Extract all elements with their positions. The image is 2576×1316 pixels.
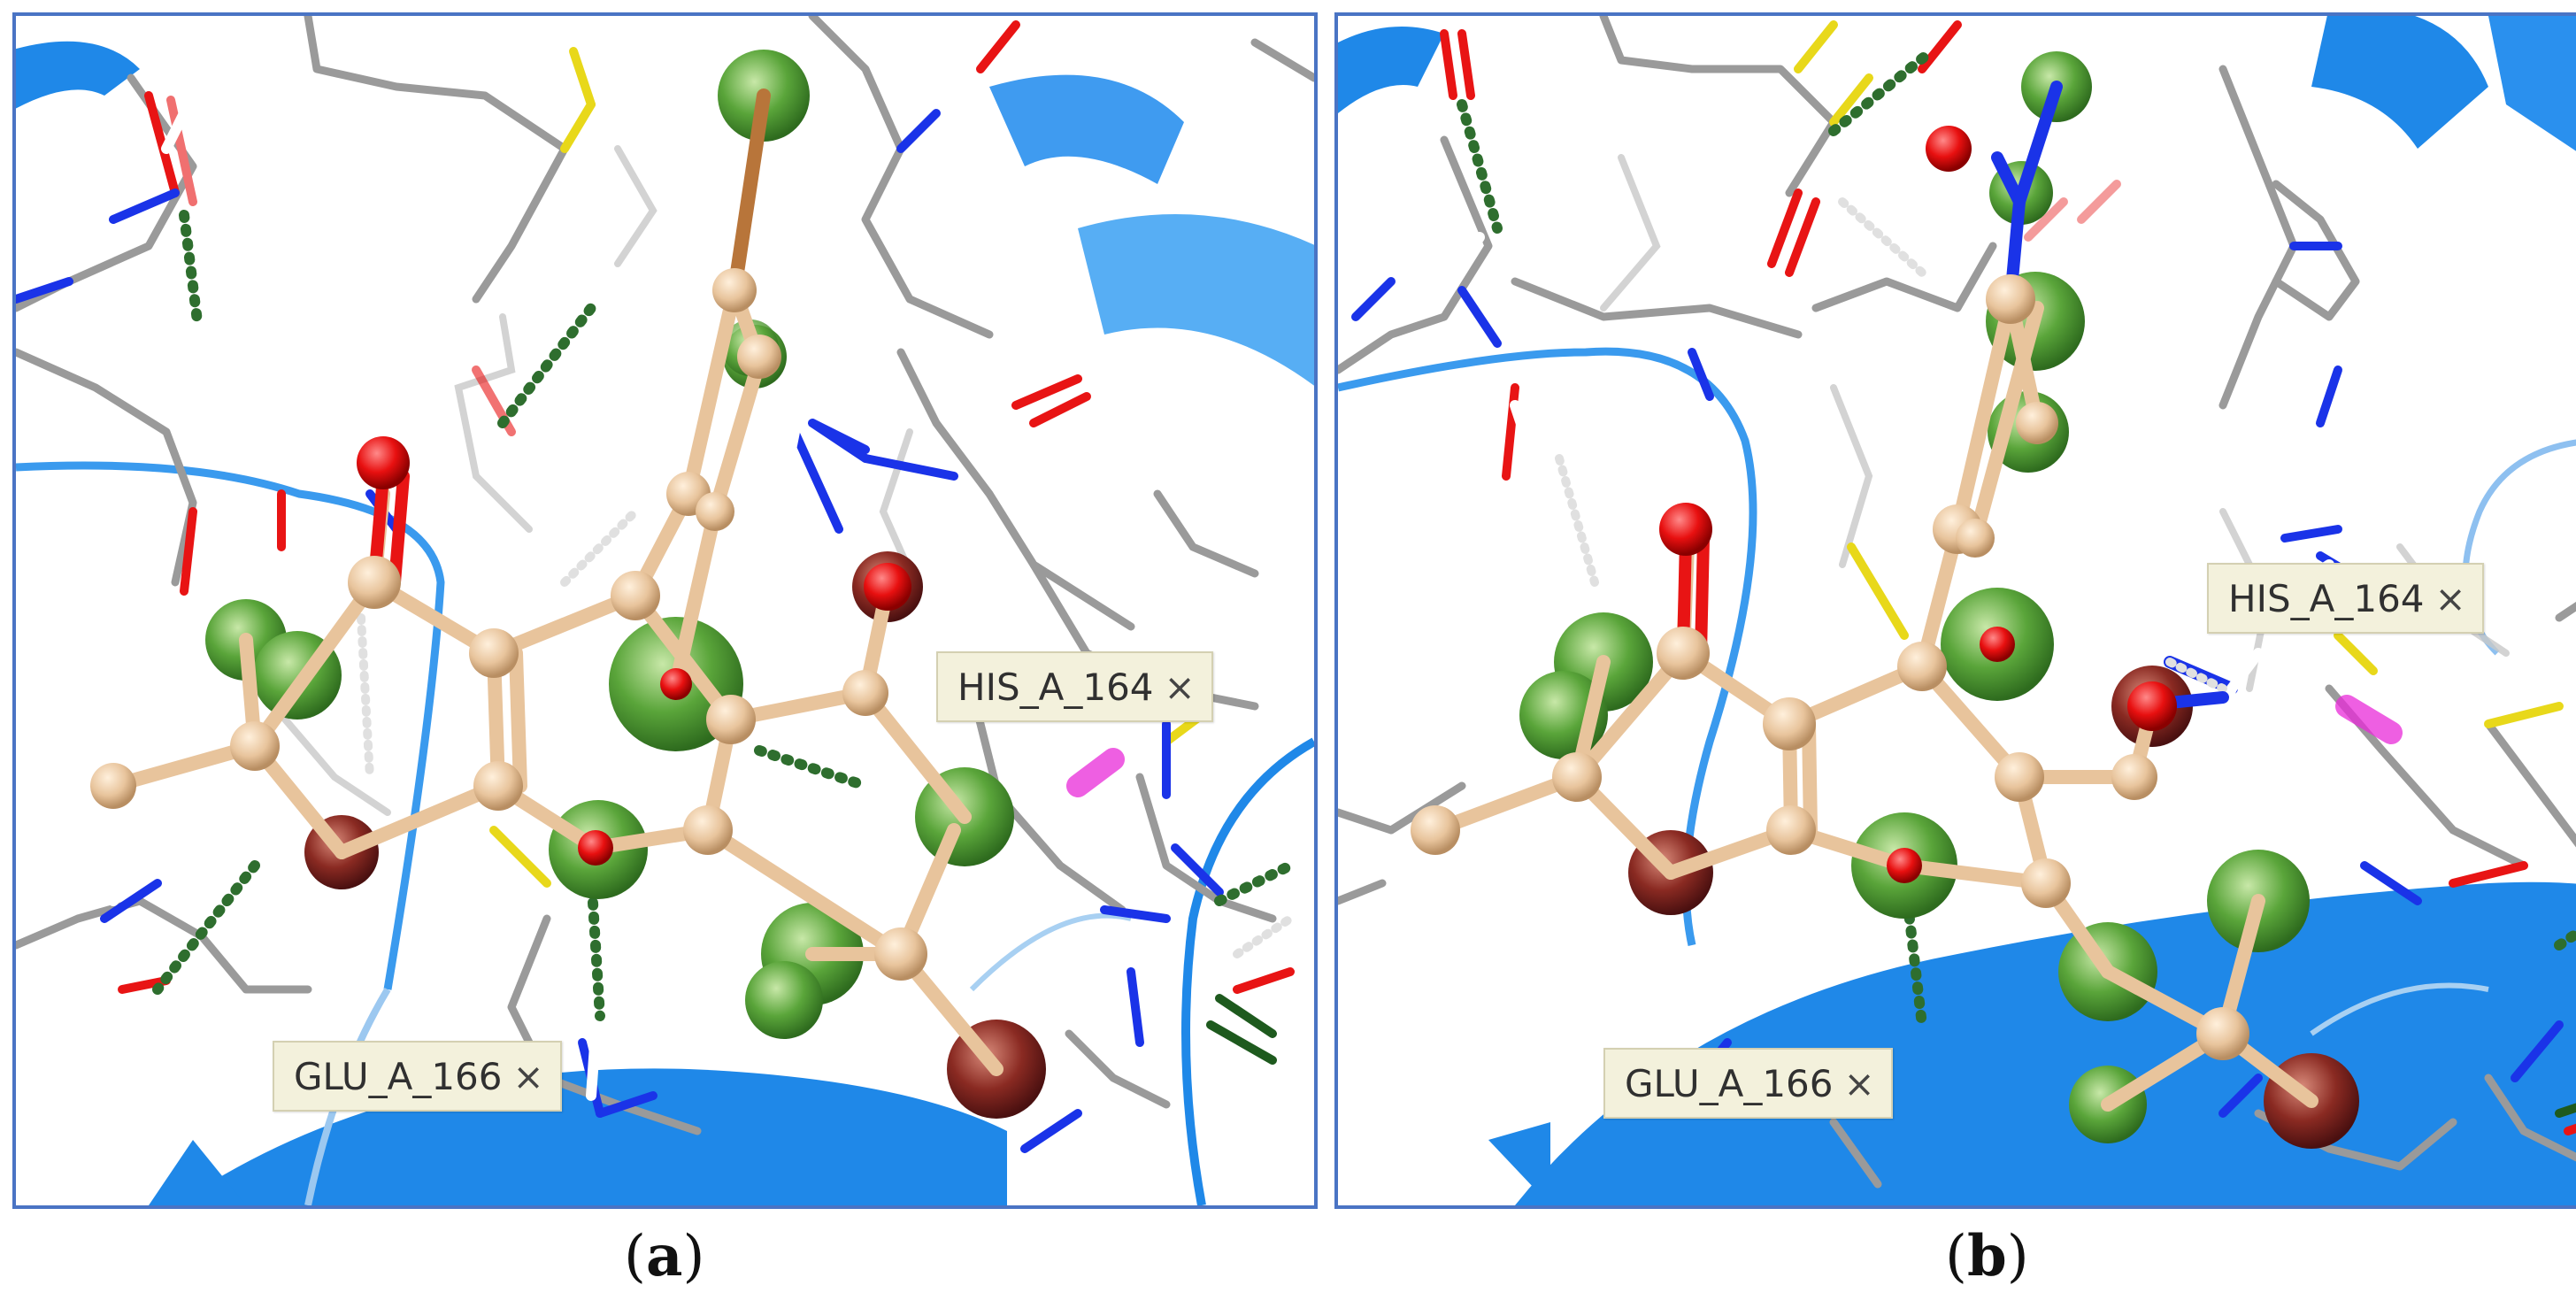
close-icon[interactable]: × bbox=[1843, 1062, 1875, 1105]
molecule-viewer-panel-a[interactable]: HIS_A_164× GLU_A_166× bbox=[12, 12, 1318, 1209]
molecule-viewer-panel-b[interactable]: HIS_A_164× GLU_A_166× bbox=[1334, 12, 2576, 1209]
residue-label-his-a-164[interactable]: HIS_A_164× bbox=[936, 651, 1213, 722]
protein-heteroatoms bbox=[1351, 20, 2576, 1135]
molecular-scene-b[interactable] bbox=[1338, 16, 2576, 1205]
close-icon[interactable]: × bbox=[1164, 666, 1196, 709]
protein-heteroatoms bbox=[16, 20, 1295, 1153]
close-icon[interactable]: × bbox=[2434, 577, 2466, 620]
ligand-atoms bbox=[90, 268, 927, 981]
protein-sticks bbox=[16, 16, 1314, 1135]
residue-label-text: GLU_A_166 bbox=[1625, 1062, 1834, 1105]
residue-label-his-a-164[interactable]: HIS_A_164× bbox=[2207, 563, 2484, 634]
panel-caption-b: (b) bbox=[1945, 1223, 2029, 1289]
close-icon[interactable]: × bbox=[512, 1055, 544, 1098]
residue-label-glu-a-166[interactable]: GLU_A_166× bbox=[273, 1041, 562, 1112]
ligand-atoms bbox=[1411, 126, 2249, 1060]
residue-label-text: HIS_A_164 bbox=[2228, 577, 2425, 620]
residue-label-glu-a-166[interactable]: GLU_A_166× bbox=[1603, 1048, 1893, 1119]
protein-ribbon bbox=[16, 41, 1314, 1205]
panel-caption-a: (a) bbox=[624, 1223, 705, 1289]
molecular-scene-a[interactable] bbox=[16, 16, 1314, 1205]
residue-label-text: HIS_A_164 bbox=[957, 666, 1154, 709]
residue-label-text: GLU_A_166 bbox=[294, 1055, 503, 1098]
caption-letter: b bbox=[1966, 1223, 2007, 1289]
protein-sticks bbox=[1338, 16, 2576, 1189]
caption-letter: a bbox=[645, 1223, 683, 1289]
